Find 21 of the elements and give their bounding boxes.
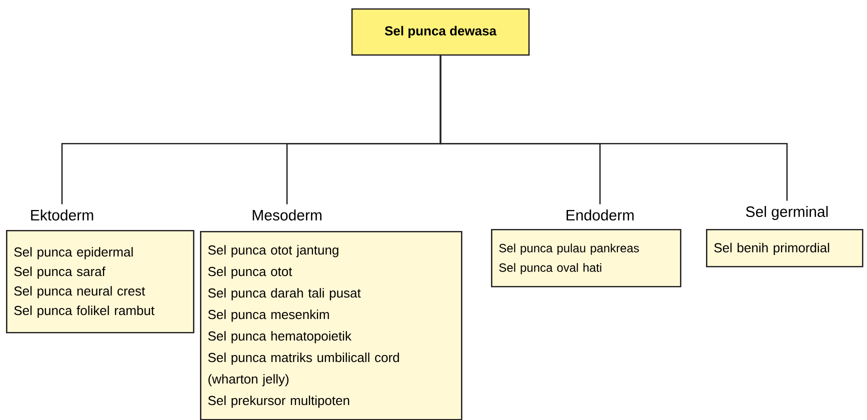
- node-label: Sel punca matriks umbilicall cord (wharton jelly): [208, 352, 399, 386]
- heading-label: Sel germinal: [746, 206, 828, 220]
- root-box: Sel punca dewasa: [351, 8, 530, 56]
- heading-label: Mesoderm: [252, 209, 322, 220]
- node-label: Sel punca folikel rambut: [14, 306, 154, 318]
- node-label: Sel punca darah tali pusat: [208, 288, 361, 300]
- list-box: Sel punca pulau pankreas Sel punca oval hati: [491, 228, 682, 288]
- list-box: Sel punca otot jantung Sel punca otot Sel punca darah tali pusat Sel punca mesenkim Sel punca hematopoietik Sel punca matriks umbilicall cord (wharton jelly) Sel prekursor multipoten: [200, 230, 462, 420]
- heading-label: Ektoderm: [31, 209, 94, 220]
- node-label: Sel punca saraf: [14, 266, 106, 279]
- node-label: Sel punca hematopoietik: [208, 331, 352, 344]
- node-label: Sel punca mesenkim: [208, 310, 329, 322]
- heading-label: Endoderm: [566, 209, 634, 220]
- list-box: Sel benih primordial: [706, 228, 864, 268]
- connector-line: [440, 56, 788, 201]
- node-label: Sel prekursor multipoten: [208, 396, 350, 408]
- node-label: Sel punca otot: [208, 266, 292, 279]
- node-label: Sel punca neural crest: [14, 286, 146, 298]
- node-label: Sel punca epidermal: [14, 247, 133, 260]
- list-box: Sel punca epidermal Sel punca saraf Sel punca neural crest Sel punca folikel rambut: [6, 230, 194, 334]
- node-label: Sel punca otot jantung: [208, 245, 338, 258]
